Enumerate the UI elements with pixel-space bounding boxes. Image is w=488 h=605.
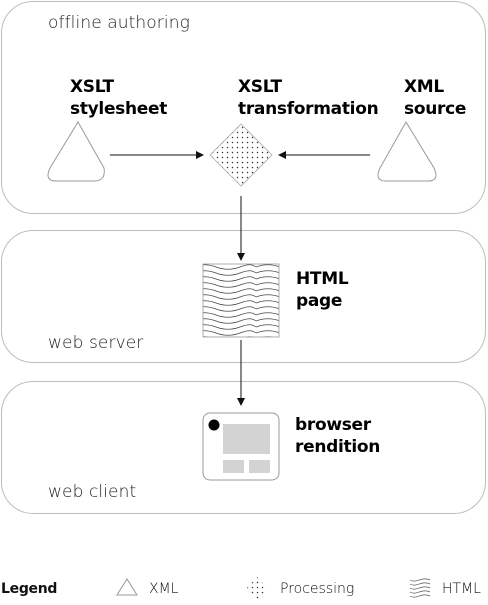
xslt-stylesheet-triangle <box>47 121 105 182</box>
xslt-transformation-label-line1: XSLT <box>238 77 282 97</box>
legend-processing-diamond <box>246 577 268 601</box>
xslt-stylesheet-label: XSLT stylesheet <box>70 76 167 120</box>
browser-rendition-label: browser rendition <box>295 414 380 458</box>
xml-source-label-line2: source <box>404 99 467 119</box>
web-server-label: web server <box>48 333 144 353</box>
xml-source-label-line1: XML <box>404 77 444 97</box>
xslt-transformation-label-line2: transformation <box>238 99 379 119</box>
web-client-label: web client <box>48 482 137 502</box>
xslt-transformation-diamond <box>209 123 273 187</box>
xslt-stylesheet-label-line2: stylesheet <box>70 99 168 119</box>
html-page-label: HTML page <box>296 268 349 312</box>
legend-xml-label: XML <box>149 581 179 597</box>
legend-html-waves <box>409 578 431 598</box>
offline-authoring-label: offline authoring <box>48 13 190 33</box>
web-server-panel: web server <box>1 230 486 363</box>
browser-rendition-icon <box>202 412 280 481</box>
xml-source-label: XML source <box>404 76 466 120</box>
html-page-box <box>202 263 280 338</box>
html-page-label-line2: page <box>296 291 343 311</box>
legend-xml-triangle <box>116 578 138 596</box>
browser-rendition-label-line2: rendition <box>295 437 381 457</box>
legend-title: Legend <box>1 581 58 597</box>
xslt-stylesheet-label-line1: XSLT <box>70 77 114 97</box>
xslt-transformation-label: XSLT transformation <box>238 76 379 120</box>
legend-processing-label: Processing <box>280 581 355 597</box>
html-page-label-line1: HTML <box>296 269 349 289</box>
browser-rendition-label-line1: browser <box>295 415 371 435</box>
xml-source-triangle <box>377 121 437 182</box>
legend-html-label: HTML <box>442 581 481 597</box>
